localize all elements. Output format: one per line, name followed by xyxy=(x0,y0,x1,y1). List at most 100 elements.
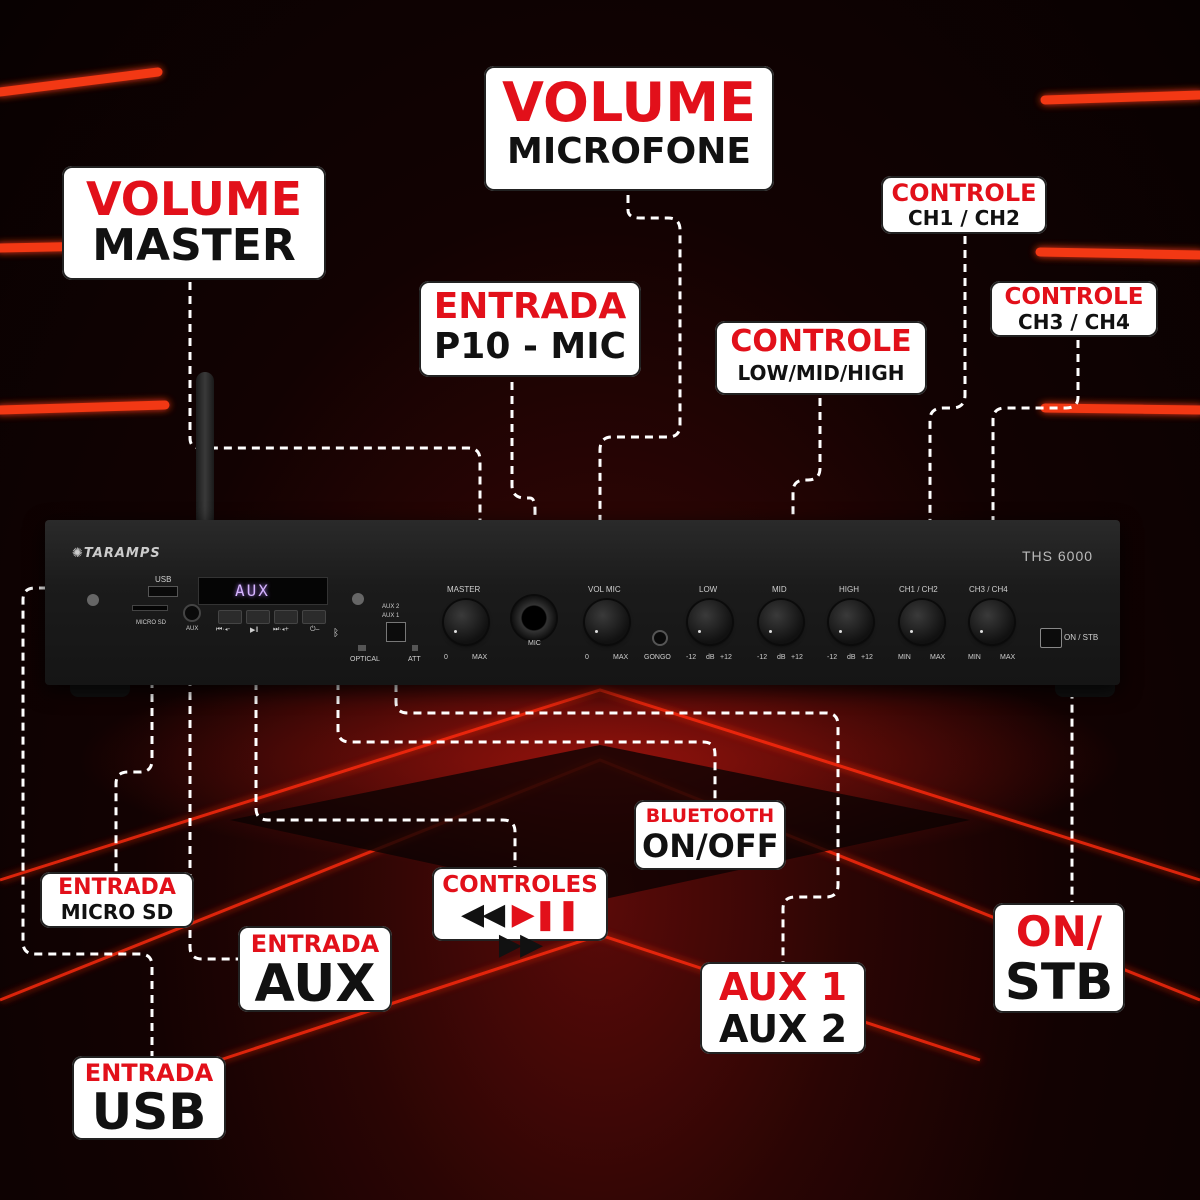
callout-title: VOLUME xyxy=(85,172,303,226)
rewind-icon: ◀◀ xyxy=(461,897,505,932)
callout-aux12: AUX 1 AUX 2 xyxy=(700,962,866,1054)
callout-on-stb: ON/ STB xyxy=(993,903,1125,1013)
p10-mic-input[interactable] xyxy=(512,596,556,640)
prev-label: ⏮·◂- xyxy=(216,626,231,633)
callout-subtitle: STB xyxy=(1004,953,1114,1011)
ch34-label: CH3 / CH4 xyxy=(969,585,1008,594)
usb-port[interactable] xyxy=(148,586,178,597)
master-label: MASTER xyxy=(447,585,481,594)
amp-foot-right xyxy=(1055,683,1115,697)
callout-title: ON/ xyxy=(1015,907,1103,956)
callout-controle-ch34: CONTROLE CH3 / CH4 xyxy=(990,281,1158,337)
ch12-min-label: MIN xyxy=(898,654,911,661)
led-display: AUX xyxy=(198,577,328,605)
next-label: ⏭·◂+ xyxy=(273,626,289,633)
callout-subtitle: MICROFONE xyxy=(507,131,751,172)
callout-title: CONTROLE xyxy=(730,324,912,359)
brand-logo: ✺TARAMPS xyxy=(72,546,161,561)
callout-controles: CONTROLES ◀◀ ▶❚❚ ▶▶ xyxy=(432,867,608,960)
bluetooth-icon[interactable]: ᛒ xyxy=(333,628,339,639)
floor-dark-steps xyxy=(230,745,970,900)
prev-button[interactable] xyxy=(218,610,242,624)
on-stb-label: ON / STB xyxy=(1064,633,1099,642)
low-db-label: dB xyxy=(706,654,715,661)
callout-volume-microfone: VOLUME MICROFONE xyxy=(484,66,774,191)
callout-volume-master: VOLUME MASTER xyxy=(62,166,326,280)
low-minus-label: -12 xyxy=(686,654,697,661)
master-volume-knob[interactable] xyxy=(444,600,488,644)
callout-subtitle: CH3 / CH4 xyxy=(1018,310,1130,334)
high-plus-label: +12 xyxy=(861,654,873,661)
aux1-label: AUX 1 xyxy=(382,613,400,619)
volmic-max-label: MAX xyxy=(613,654,629,661)
play-pause-button[interactable] xyxy=(246,610,270,624)
callout-bluetooth: BLUETOOTH ON/OFF xyxy=(634,800,786,870)
power-media-button[interactable] xyxy=(302,610,326,624)
usb-label: USB xyxy=(155,575,172,584)
ch12-volume-knob[interactable] xyxy=(900,600,944,644)
callout-entrada-usb: ENTRADA USB xyxy=(72,1056,226,1140)
aux-jack-label: AUX xyxy=(186,626,199,632)
ch34-min-label: MIN xyxy=(968,654,981,661)
high-label: HIGH xyxy=(839,585,859,594)
master-max-label: MAX xyxy=(472,654,488,661)
low-eq-knob[interactable] xyxy=(688,600,732,644)
high-db-label: dB xyxy=(847,654,856,661)
callout-subtitle: MICRO SD xyxy=(60,900,174,924)
ch34-volume-knob[interactable] xyxy=(970,600,1014,644)
callout-subtitle: P10 - MIC xyxy=(433,326,627,367)
callout-entrada-micro-sd: ENTRADA MICRO SD xyxy=(40,872,194,928)
callout-title: ENTRADA xyxy=(84,1059,214,1087)
next-button[interactable] xyxy=(274,610,298,624)
callout-subtitle: ON/OFF xyxy=(642,827,779,865)
callout-subtitle: CH1 / CH2 xyxy=(908,206,1020,230)
media-controls-icons: ◀◀ ▶❚❚ ▶▶ xyxy=(440,900,600,960)
aux2-label: AUX 2 xyxy=(382,604,400,610)
mid-eq-knob[interactable] xyxy=(759,600,803,644)
low-plus-label: +12 xyxy=(720,654,732,661)
ch12-max-label: MAX xyxy=(930,654,946,661)
aux-jack[interactable] xyxy=(183,604,201,622)
amp-foot-left xyxy=(70,683,130,697)
optical-port[interactable] xyxy=(358,645,366,651)
aux-selector-switch[interactable] xyxy=(386,622,406,642)
micro-sd-slot[interactable] xyxy=(132,605,168,611)
fast-forward-icon: ▶▶ xyxy=(498,927,543,962)
att-switch[interactable] xyxy=(412,645,418,651)
callout-title: VOLUME xyxy=(502,71,756,134)
callout-title: BLUETOOTH xyxy=(645,805,775,827)
callout-title: CONTROLE xyxy=(891,179,1037,207)
callout-title: ENTRADA xyxy=(433,286,627,327)
vol-mic-label: VOL MIC xyxy=(588,585,621,594)
high-minus-label: -12 xyxy=(827,654,838,661)
power-label: ⏻– xyxy=(310,626,320,633)
callout-controle-ch12: CONTROLE CH1 / CH2 xyxy=(881,176,1047,234)
play-label: ▶‖ xyxy=(250,627,259,634)
mic-volume-knob[interactable] xyxy=(585,600,629,644)
ch12-label: CH1 / CH2 xyxy=(899,585,938,594)
wifi-antenna xyxy=(196,372,214,522)
gongo-button[interactable] xyxy=(652,630,668,646)
callout-entrada-p10: ENTRADA P10 - MIC xyxy=(419,281,641,377)
play-icon: ▶ xyxy=(511,897,535,932)
master-min-label: 0 xyxy=(444,654,448,661)
gongo-label: GONGO xyxy=(644,654,671,661)
callout-title: ENTRADA xyxy=(250,930,380,958)
callout-subtitle: LOW/MID/HIGH xyxy=(737,361,905,385)
volmic-min-label: 0 xyxy=(585,654,589,661)
callout-title: AUX 1 xyxy=(718,965,848,1009)
high-eq-knob[interactable] xyxy=(829,600,873,644)
callout-subtitle: MASTER xyxy=(92,220,296,271)
callout-subtitle: USB xyxy=(91,1083,207,1141)
ch34-max-label: MAX xyxy=(1000,654,1016,661)
on-stb-button[interactable] xyxy=(1040,628,1062,648)
callout-title: CONTROLE xyxy=(1004,284,1144,310)
screw-icon-2 xyxy=(352,593,364,605)
mid-db-label: dB xyxy=(777,654,786,661)
pause-icon: ❚❚ xyxy=(532,897,581,932)
callout-controle-eq: CONTROLE LOW/MID/HIGH xyxy=(715,321,927,395)
callout-subtitle: AUX xyxy=(254,954,376,1014)
att-label: ATT xyxy=(408,656,421,663)
